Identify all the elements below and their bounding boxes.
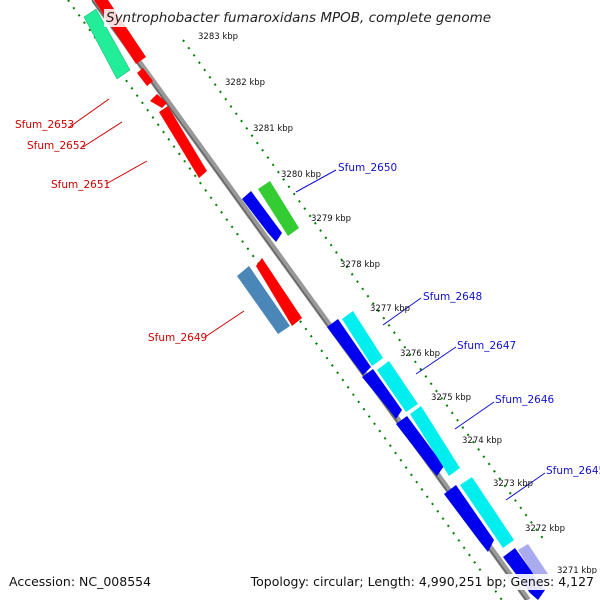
gene-sfum-2652[interactable] bbox=[137, 68, 153, 86]
gene-sfum-2647-blue[interactable] bbox=[362, 369, 402, 419]
tick-label: 3273 kbp bbox=[493, 479, 533, 489]
tick-label: 3280 kbp bbox=[281, 170, 321, 180]
gene-sfum-2645[interactable] bbox=[460, 477, 514, 548]
gene-sfum-2646[interactable] bbox=[410, 406, 460, 476]
tick-label: 3275 kbp bbox=[431, 393, 471, 403]
leader-sfum-2646 bbox=[454, 401, 495, 430]
leader-sfum-2648 bbox=[382, 297, 422, 326]
tick-label: 3277 kbp bbox=[370, 304, 410, 314]
gene-sfum-2648[interactable] bbox=[342, 311, 383, 366]
label-sfum-2653: Sfum_2653 bbox=[15, 119, 74, 131]
label-sfum-2652: Sfum_2652 bbox=[27, 140, 86, 152]
gene-sfum-2650-blue[interactable] bbox=[242, 191, 282, 242]
accession-text: Accession: NC_008554 bbox=[7, 574, 154, 590]
leader-sfum-2649 bbox=[204, 310, 245, 338]
tick-label: 3283 kbp bbox=[198, 32, 238, 42]
label-sfum-2646: Sfum_2646 bbox=[495, 394, 555, 406]
label-sfum-2648: Sfum_2648 bbox=[423, 291, 482, 303]
gene-sfum-2653[interactable] bbox=[83, 8, 131, 80]
tick-label: 3276 kbp bbox=[400, 349, 440, 359]
tick-label: 3274 kbp bbox=[462, 436, 502, 446]
leader-sfum-2651 bbox=[105, 160, 148, 185]
tick-label: 3272 kbp bbox=[525, 524, 565, 534]
tick-label: 3279 kbp bbox=[311, 214, 351, 224]
topology-text: Topology: circular; Length: 4,990,251 bp… bbox=[248, 574, 596, 590]
tick-label: 3281 kbp bbox=[253, 124, 293, 134]
leader-sfum-2653 bbox=[67, 98, 110, 129]
gene-sfum-2648-blue[interactable] bbox=[327, 319, 371, 375]
label-sfum-2645: Sfum_2645 bbox=[546, 465, 600, 477]
label-sfum-2647: Sfum_2647 bbox=[457, 340, 516, 352]
gene-sfum-2646-blue[interactable] bbox=[396, 416, 444, 476]
gene-sfum-2649-steel[interactable] bbox=[237, 266, 290, 334]
gene-sfum-2651[interactable] bbox=[159, 106, 207, 178]
leader-sfum-2650 bbox=[295, 169, 337, 193]
leader-sfum-2652 bbox=[82, 121, 123, 148]
label-sfum-2650: Sfum_2650 bbox=[338, 162, 397, 174]
tick-label: 3278 kbp bbox=[340, 260, 380, 270]
leader-sfum-2645 bbox=[505, 472, 546, 501]
map-title: Syntrophobacter fumaroxidans MPOB, compl… bbox=[104, 9, 494, 27]
leader-sfum-2647 bbox=[415, 346, 457, 375]
inner-dotted-ring bbox=[182, 39, 545, 541]
label-sfum-2649: Sfum_2649 bbox=[148, 332, 207, 344]
tick-label: 3282 kbp bbox=[225, 78, 265, 88]
gene-sfum-2647[interactable] bbox=[377, 361, 418, 412]
gene-sfum-2649[interactable] bbox=[256, 258, 302, 326]
gene-sfum-2650[interactable] bbox=[258, 181, 299, 236]
gene-sfum-2651-head[interactable] bbox=[150, 94, 167, 108]
label-sfum-2651: Sfum_2651 bbox=[51, 179, 110, 191]
gene-sfum-2645-blue[interactable] bbox=[444, 485, 494, 552]
tick-label: 3271 kbp bbox=[557, 566, 597, 576]
